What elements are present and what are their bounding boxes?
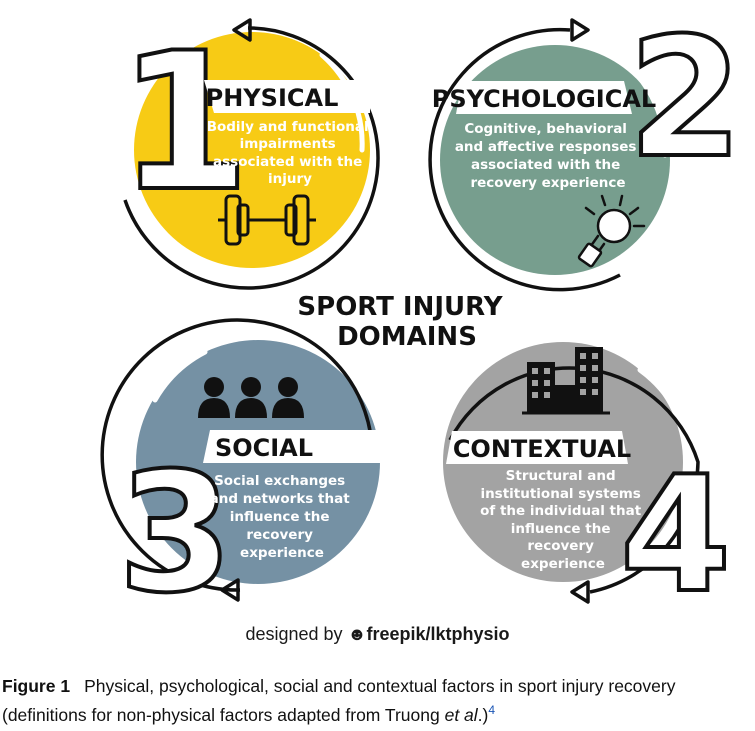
people-icon — [198, 377, 304, 418]
physical-banner — [204, 80, 370, 113]
dumbbell-icon — [218, 194, 316, 246]
social-banner — [203, 430, 386, 463]
buildings-icon — [522, 347, 610, 415]
center-title-line2: DOMAINS — [337, 322, 477, 352]
domain-social: 3 SOCIAL Social exchanges and networks t… — [100, 318, 386, 620]
social-title: SOCIAL — [215, 434, 313, 462]
reference-link[interactable]: 4 — [488, 703, 496, 717]
psychological-arrowhead — [570, 18, 590, 42]
psychological-banner — [456, 81, 632, 114]
physical-cycle-arc — [123, 26, 380, 290]
credit-brand-lktphysio: lktphysio — [430, 624, 510, 644]
design-credit: designed by ☻freepik/lktphysio — [0, 624, 755, 645]
social-arrowhead — [220, 578, 240, 602]
contextual-cycle-arc — [448, 366, 700, 594]
freepik-logo-icon: ☻ — [347, 624, 367, 644]
psychological-title: PSYCHOLOGICAL — [432, 85, 656, 113]
psychological-cycle-arc — [428, 27, 621, 292]
credit-brand-freepik: freepik — [366, 624, 426, 644]
credit-separator: / — [425, 624, 431, 644]
physical-title: PHYSICAL — [206, 84, 339, 112]
social-cycle-arc — [100, 318, 374, 592]
contextual-description: Structural and institutional systems of … — [480, 468, 646, 572]
domain-contextual: 4 CONTEXTUAL Structural and institutiona… — [443, 342, 733, 620]
contextual-banner — [446, 431, 628, 464]
psychological-description: Cognitive, behavioral and affective resp… — [455, 121, 641, 191]
caption-et-al: et al — [444, 704, 478, 725]
caption-text: Physical, psychological, social and cont… — [2, 676, 676, 725]
caption-end: .) — [477, 704, 489, 725]
credit-prefix: designed by — [245, 624, 343, 644]
social-number: 3 — [118, 437, 233, 620]
social-description: Social exchanges and networks that influ… — [210, 473, 355, 561]
physical-description: Bodily and functional impairments associ… — [207, 119, 374, 187]
sport-injury-domains-diagram: 1 PHYSICAL Bodily and functional impairm… — [100, 0, 745, 620]
psychological-number: 2 — [628, 2, 743, 194]
contextual-number: 4 — [620, 441, 731, 620]
lightbulb-icon — [577, 194, 646, 268]
center-title-line1: SPORT INJURY — [297, 292, 503, 322]
figure-label: Figure 1 — [2, 676, 71, 696]
domain-psychological: 2 PSYCHOLOGICAL Cognitive, behavioral an… — [428, 0, 745, 292]
domain-physical: 1 PHYSICAL Bodily and functional impairm… — [116, 10, 380, 290]
physical-arrowhead — [232, 18, 252, 42]
contextual-title: CONTEXTUAL — [453, 435, 631, 463]
center-title: SPORT INJURY DOMAINS — [297, 292, 503, 352]
contextual-arrowhead — [570, 580, 590, 604]
